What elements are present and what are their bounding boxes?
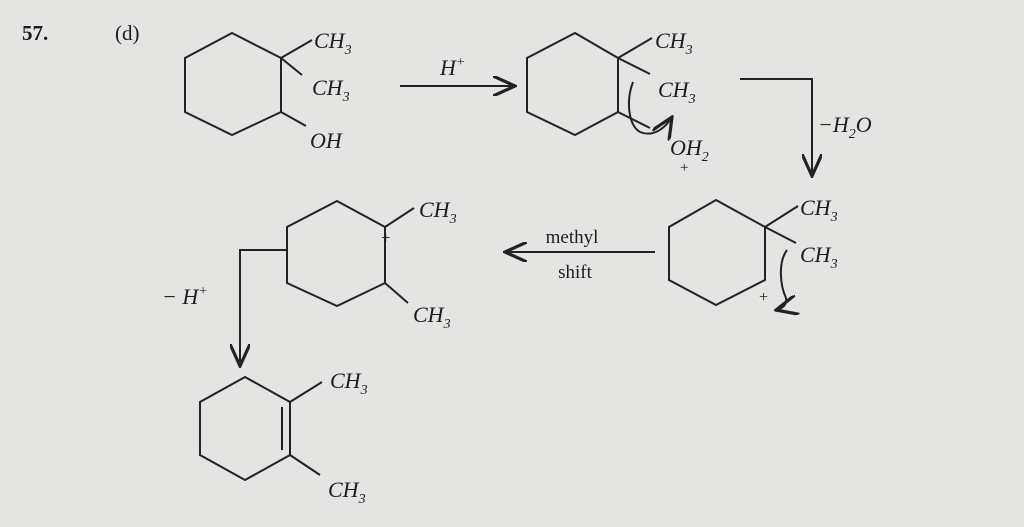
- svg-text:CH3: CH3: [658, 77, 696, 107]
- svg-text:+: +: [759, 289, 768, 306]
- molecule-protonated-alcohol: CH3 CH3 OH2 +: [526, 28, 709, 176]
- svg-text:+: +: [680, 160, 688, 176]
- svg-text:−H2O: −H2O: [818, 112, 872, 142]
- molecule-rearranged-carbocation: CH3 + CH3: [286, 197, 457, 332]
- molecule-carbocation: CH3 CH3 +: [668, 195, 838, 310]
- svg-text:CH3: CH3: [655, 28, 693, 58]
- molecule-dimethylcyclohexene: CH3 CH3: [199, 368, 368, 507]
- svg-text:CH3: CH3: [314, 28, 352, 58]
- svg-text:methyl: methyl: [546, 227, 599, 248]
- arrow-acid: H+: [400, 55, 515, 86]
- svg-text:− H+: − H+: [162, 284, 208, 309]
- molecule-dimethylcyclohexanol: CH3 CH3 OH: [184, 28, 352, 153]
- svg-text:H+: H+: [439, 55, 465, 80]
- svg-text:CH3: CH3: [800, 242, 838, 272]
- svg-text:OH2: OH2: [670, 135, 709, 165]
- svg-text:CH3: CH3: [312, 75, 350, 105]
- svg-text:OH: OH: [310, 128, 343, 153]
- svg-text:CH3: CH3: [328, 477, 366, 507]
- answer-option: (d): [115, 21, 140, 45]
- svg-text:CH3: CH3: [419, 197, 457, 227]
- arrow-water-loss: −H2O: [740, 78, 872, 176]
- arrow-proton-loss: − H+: [162, 249, 287, 366]
- svg-text:CH3: CH3: [330, 368, 368, 398]
- svg-text:+: +: [381, 228, 391, 247]
- svg-text:CH3: CH3: [800, 195, 838, 225]
- arrow-methyl-shift: methyl shift: [505, 227, 655, 283]
- question-number: 57.: [22, 21, 48, 45]
- svg-text:shift: shift: [558, 262, 593, 283]
- svg-text:CH3: CH3: [413, 302, 451, 332]
